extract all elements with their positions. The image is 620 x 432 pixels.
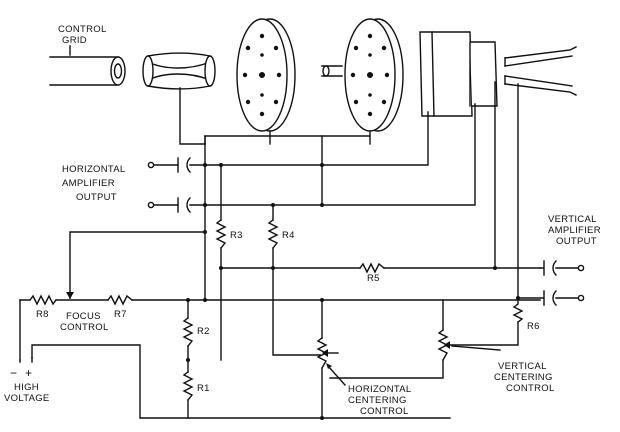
svg-text:OUTPUT: OUTPUT bbox=[556, 236, 597, 247]
svg-text:CONTROL: CONTROL bbox=[60, 322, 109, 333]
junction-dots bbox=[186, 163, 520, 420]
svg-text:+: + bbox=[25, 366, 32, 380]
resistor-r2 bbox=[182, 317, 194, 347]
resistor-r1 bbox=[182, 371, 194, 401]
resistor-r5 bbox=[359, 262, 385, 274]
focus-control-wiper bbox=[66, 292, 74, 299]
horizontal-amplifier-output-label: HORIZONTAL AMPLIFIER OUTPUT bbox=[62, 164, 126, 203]
vertical-amplifier-output-label: VERTICAL AMPLIFIER OUTPUT bbox=[548, 214, 601, 247]
resistor-label-r6: R6 bbox=[527, 321, 540, 332]
terminal-horizontal-lower bbox=[147, 201, 155, 209]
resistor-r4 bbox=[267, 219, 279, 249]
capacitor-horizontal-upper bbox=[177, 157, 191, 173]
terminal-vertical-lower bbox=[577, 294, 585, 302]
svg-text:VOLTAGE: VOLTAGE bbox=[4, 393, 50, 404]
resistor-label-r4: R4 bbox=[282, 230, 295, 241]
vcenter-label-arrow bbox=[451, 345, 501, 351]
resistor-label-r2: R2 bbox=[197, 326, 210, 337]
control-grid-label: CONTROL GRID bbox=[58, 24, 107, 46]
svg-text:HIGH: HIGH bbox=[14, 382, 39, 393]
svg-text:AMPLIFIER: AMPLIFIER bbox=[62, 178, 115, 189]
svg-text:CONTROL: CONTROL bbox=[58, 24, 107, 35]
terminal-horizontal-upper bbox=[147, 161, 155, 169]
capacitor-horizontal-lower bbox=[177, 197, 191, 213]
terminal-vertical-upper bbox=[577, 264, 585, 272]
vertical-centering-pot bbox=[437, 329, 450, 361]
resistor-label-r3: R3 bbox=[230, 230, 243, 241]
resistor-r8 bbox=[29, 294, 57, 306]
accelerating-disc-1 bbox=[236, 18, 296, 132]
vertical-centering-control-label: VERTICAL CENTERING CONTROL bbox=[494, 361, 555, 394]
vertical-deflection-plates bbox=[504, 46, 577, 96]
accelerating-disc-2 bbox=[344, 18, 404, 132]
svg-text:AMPLIFIER: AMPLIFIER bbox=[548, 225, 601, 236]
resistor-label-r8: R8 bbox=[36, 309, 49, 320]
svg-text:CENTERING: CENTERING bbox=[348, 395, 407, 406]
resistor-label-r7: R7 bbox=[114, 309, 127, 320]
resistor-r6 bbox=[512, 297, 524, 323]
inter-disc-sleeve bbox=[321, 65, 343, 77]
capacitor-vertical-upper bbox=[539, 260, 579, 276]
first-anode-tube bbox=[142, 52, 216, 90]
svg-text:FOCUS: FOCUS bbox=[66, 311, 101, 322]
control-grid-cylinder bbox=[49, 56, 126, 86]
resistor-r7 bbox=[107, 294, 133, 306]
horizontal-centering-pot bbox=[316, 337, 339, 369]
svg-text:CENTERING: CENTERING bbox=[494, 372, 553, 383]
high-voltage-supply bbox=[19, 357, 33, 363]
svg-text:VERTICAL: VERTICAL bbox=[498, 361, 547, 372]
capacitor-vertical-lower bbox=[517, 290, 579, 306]
resistor-r3 bbox=[215, 219, 227, 249]
resistor-label-r1: R1 bbox=[197, 383, 210, 394]
horizontal-centering-control-label: HORIZONTAL CENTERING CONTROL bbox=[348, 384, 412, 417]
svg-text:CONTROL: CONTROL bbox=[360, 406, 409, 417]
svg-text:OUTPUT: OUTPUT bbox=[76, 192, 117, 203]
high-voltage-label: − + HIGH VOLTAGE bbox=[4, 366, 50, 404]
focus-control-label: FOCUS CONTROL bbox=[60, 311, 109, 333]
resistor-label-r5: R5 bbox=[367, 273, 380, 284]
svg-text:GRID: GRID bbox=[62, 35, 87, 46]
svg-text:HORIZONTAL: HORIZONTAL bbox=[62, 164, 126, 175]
horizontal-deflection-plates bbox=[419, 31, 498, 117]
svg-text:CONTROL: CONTROL bbox=[506, 383, 555, 394]
circuit-wiring bbox=[19, 81, 541, 419]
svg-text:−: − bbox=[10, 366, 17, 380]
svg-text:HORIZONTAL: HORIZONTAL bbox=[348, 384, 412, 395]
hcenter-label-arrow bbox=[327, 365, 346, 386]
svg-text:VERTICAL: VERTICAL bbox=[548, 214, 597, 225]
